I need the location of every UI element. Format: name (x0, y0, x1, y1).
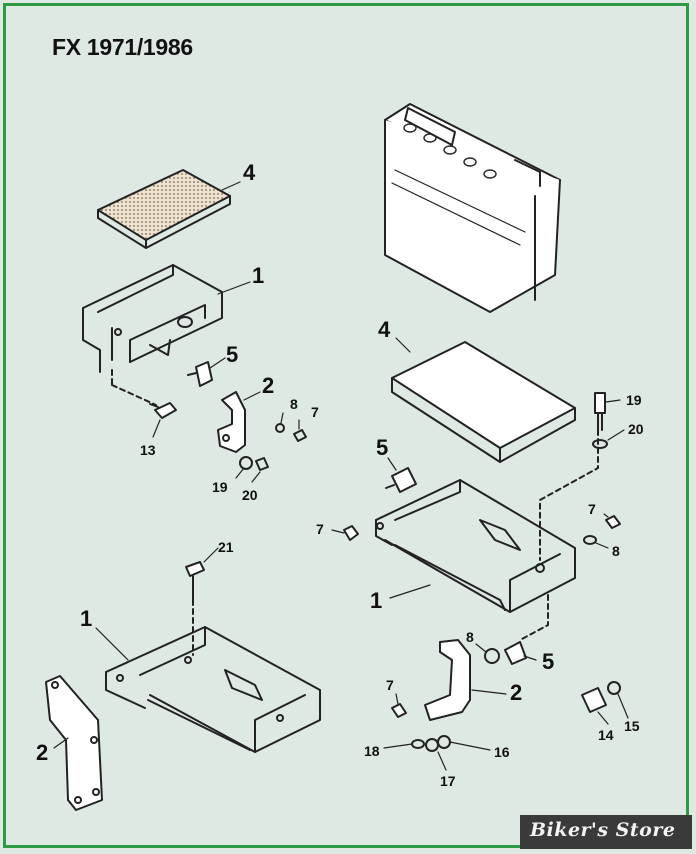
battery-tray-top-left (82, 264, 223, 373)
label-washer-8-top-left: 8 (290, 396, 298, 412)
bracket-right-lower (424, 639, 471, 721)
bracket-top-left (217, 391, 246, 453)
label-bolt-13: 13 (140, 442, 156, 458)
label-cap-15: 15 (624, 718, 640, 734)
label-mount-top-left: 5 (226, 342, 238, 367)
bolt-13 (149, 402, 177, 419)
label-bracket-top-left: 2 (262, 373, 274, 398)
green-frame (3, 3, 689, 848)
hardware-right-tray (343, 515, 621, 545)
label-nut-7-lower: 7 (386, 677, 394, 693)
bolt-19-right (594, 392, 606, 431)
screw-21 (185, 561, 205, 601)
acorn-caps (581, 681, 621, 713)
battery-tray-right (375, 479, 576, 613)
hardware-top-left (239, 423, 307, 471)
rubber-mount-top-left (187, 361, 213, 387)
watermark-text: Biker's Store (530, 819, 676, 841)
label-bracket-lower: 2 (510, 680, 522, 705)
label-washer-16: 16 (494, 744, 510, 760)
label-bolt-19-right: 19 (626, 392, 642, 408)
label-nut-7-right-of-tray: 7 (588, 501, 596, 517)
label-washer-8-right-of-tray: 8 (612, 543, 620, 559)
label-cap-14: 14 (598, 727, 614, 743)
label-bracket-bottom-left: 2 (36, 740, 48, 765)
label-washer-8-lower: 8 (466, 629, 474, 645)
washer-20-right (592, 439, 608, 449)
battery-pad-right (391, 341, 576, 463)
label-screw-21: 21 (218, 539, 234, 555)
label-tray-top-left: 1 (252, 263, 264, 288)
label-mount-right: 5 (376, 435, 388, 460)
store-watermark-logo: Biker's Store (520, 815, 692, 849)
label-mount-lower: 5 (542, 649, 554, 674)
label-washer-18: 18 (364, 743, 380, 759)
battery-pad-top-left (97, 169, 231, 249)
label-pad-top-left: 4 (243, 160, 256, 185)
label-tray-bottom-left: 1 (80, 606, 92, 631)
battery (384, 103, 561, 313)
label-pad-right: 4 (378, 317, 391, 342)
label-washer-20-top-left: 20 (242, 487, 258, 503)
hardware-right-lower (391, 641, 527, 752)
battery-tray-bottom-left (105, 626, 321, 753)
label-nut-7-left-of-tray: 7 (316, 521, 324, 537)
label-washer-20-right: 20 (628, 421, 644, 437)
label-tray-right: 1 (370, 588, 382, 613)
label-washer-19-top-left: 19 (212, 479, 228, 495)
rubber-mount-right (385, 467, 417, 493)
bracket-bottom-left (45, 675, 103, 811)
label-washer-17: 17 (440, 773, 456, 789)
diagram-title: FX 1971/1986 (52, 34, 193, 60)
label-nut-7-top-left: 7 (311, 404, 319, 420)
